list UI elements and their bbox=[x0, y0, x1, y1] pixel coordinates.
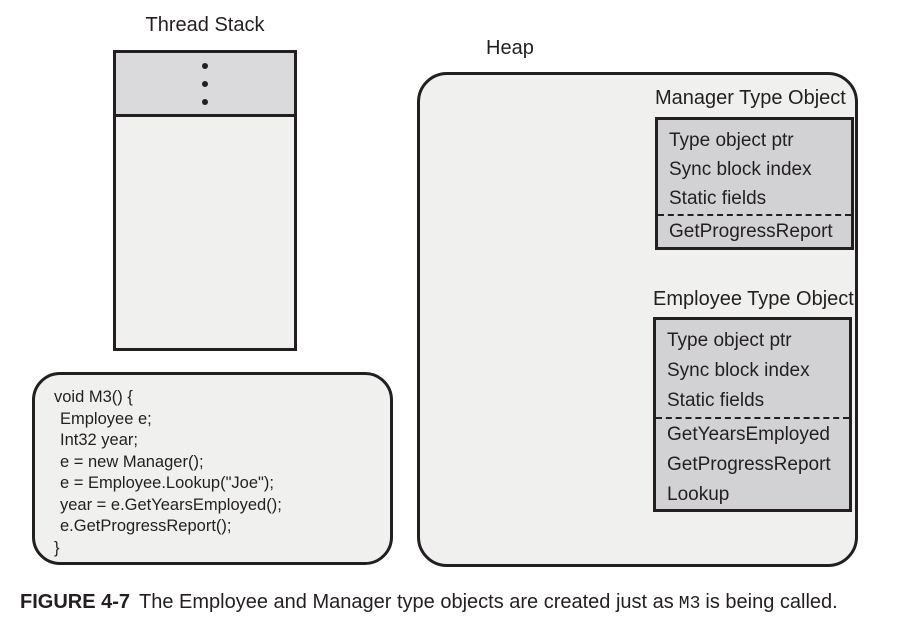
thread-stack bbox=[113, 50, 297, 351]
code-line: Employee e; bbox=[60, 409, 152, 428]
field-row: Static fields bbox=[667, 390, 765, 411]
code-line: void M3() { bbox=[54, 388, 133, 406]
figure-caption-code-term: M3 bbox=[678, 594, 701, 614]
field-row: Sync block index bbox=[669, 159, 812, 180]
thread-stack-label: Thread Stack bbox=[145, 14, 265, 36]
ellipsis-dot-icon bbox=[202, 62, 208, 69]
method-row: GetYearsEmployed bbox=[667, 424, 831, 445]
static-fields-divider bbox=[658, 214, 851, 216]
field-row: Type object ptr bbox=[669, 130, 794, 151]
field-row: Type object ptr bbox=[667, 330, 792, 351]
code-line: e.GetProgressReport(); bbox=[60, 517, 232, 535]
figure-caption: FIGURE 4-7 The Employee and Manager type … bbox=[20, 589, 890, 617]
manager-type-object: Type object ptr Sync block index Static … bbox=[655, 117, 854, 250]
stack-free-region bbox=[116, 117, 294, 348]
m3-code-block: void M3() { Employee e; Int32 year; e = … bbox=[32, 372, 393, 565]
heap-label: Heap bbox=[486, 37, 534, 59]
figure-caption-text: The Employee and Manager type objects ar… bbox=[139, 591, 674, 613]
code-line: e = new Manager(); bbox=[60, 452, 204, 471]
field-row: Sync block index bbox=[667, 360, 810, 381]
method-row: GetProgressReport bbox=[667, 454, 831, 475]
figure-caption-text: is being called. bbox=[705, 591, 838, 613]
field-row: Static fields bbox=[669, 188, 767, 209]
code-line: } bbox=[54, 538, 60, 557]
figure-caption-label: FIGURE 4-7 bbox=[20, 591, 131, 613]
method-row: Lookup bbox=[667, 484, 730, 505]
employee-type-object-label: Employee Type Object bbox=[653, 288, 854, 310]
ellipsis-dot-icon bbox=[202, 80, 208, 87]
stack-used-region bbox=[116, 53, 294, 117]
method-row: GetProgressReport bbox=[669, 221, 833, 242]
manager-type-object-label: Manager Type Object bbox=[655, 87, 846, 109]
static-fields-divider bbox=[656, 417, 849, 419]
employee-type-object: Type object ptr Sync block index Static … bbox=[653, 317, 852, 512]
ellipsis-dot-icon bbox=[202, 98, 208, 105]
code-line: Int32 year; bbox=[60, 431, 138, 449]
code-line: year = e.GetYearsEmployed(); bbox=[60, 495, 282, 514]
code-line: e = Employee.Lookup("Joe"); bbox=[60, 474, 274, 492]
